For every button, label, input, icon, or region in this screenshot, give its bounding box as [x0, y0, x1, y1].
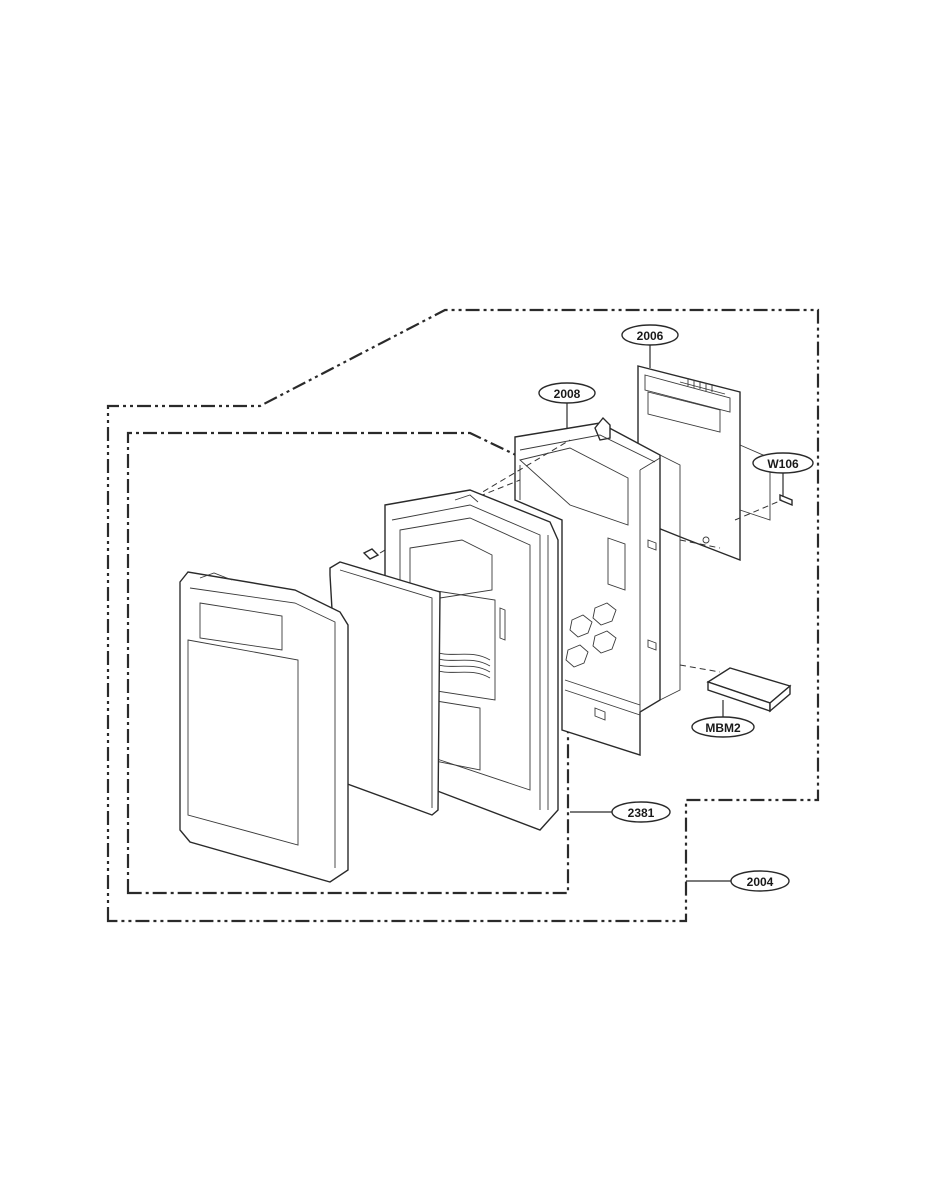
screw-small	[362, 548, 380, 560]
svg-text:2381: 2381	[628, 806, 655, 820]
assembly-boundary-2004	[106, 308, 820, 923]
svg-text:2006: 2006	[637, 329, 664, 343]
callout-w106: W106	[752, 452, 814, 474]
screw-w106	[734, 493, 793, 521]
svg-text:W106: W106	[767, 457, 799, 471]
callout-mbm2: MBM2	[691, 716, 755, 738]
front-panel	[179, 571, 349, 883]
callout-2004: 2004	[730, 870, 790, 892]
callout-2008: 2008	[538, 382, 596, 404]
pcb-2006	[637, 365, 771, 562]
svg-text:2004: 2004	[747, 875, 774, 889]
part-mbm2	[706, 667, 792, 713]
callout-2381: 2381	[611, 801, 671, 823]
callout-2006: 2006	[621, 324, 679, 346]
svg-text:2008: 2008	[554, 387, 581, 401]
membrane-sheet	[329, 561, 441, 816]
bracket-2008	[514, 416, 681, 756]
svg-text:MBM2: MBM2	[705, 721, 741, 735]
